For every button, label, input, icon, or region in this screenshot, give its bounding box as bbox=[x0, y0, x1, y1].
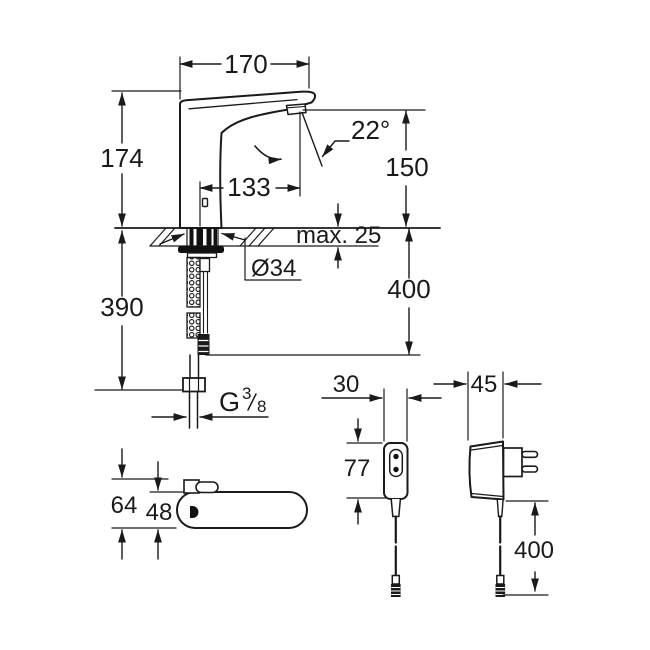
angle-leader-arrow bbox=[321, 140, 350, 158]
dim-170-label: 170 bbox=[224, 49, 267, 79]
spout-edge-line bbox=[188, 98, 298, 110]
faucet-side-view bbox=[114, 90, 441, 429]
thread-g-label: G bbox=[219, 387, 240, 417]
dim-77-label: 77 bbox=[344, 455, 371, 482]
plug-side-neck bbox=[496, 499, 504, 518]
dim-unit-heights bbox=[111, 448, 184, 560]
supply-hose bbox=[186, 256, 211, 355]
dim-width-170 bbox=[179, 56, 310, 100]
dim-48-label: 48 bbox=[146, 499, 173, 526]
plug-socket-face bbox=[388, 448, 404, 478]
dim-30-label: 30 bbox=[333, 371, 360, 398]
control-unit-clip bbox=[183, 479, 219, 494]
dim-plug-front bbox=[321, 388, 442, 525]
dim-400-main-label: 400 bbox=[387, 274, 430, 304]
plug-front-neck bbox=[390, 498, 402, 518]
dim-150-label: 150 bbox=[385, 152, 428, 182]
sensor-curved-arrow bbox=[254, 145, 282, 165]
plug-side-body bbox=[468, 440, 505, 501]
plug-pin-top bbox=[521, 450, 539, 459]
water-stream-line bbox=[301, 111, 323, 167]
faucet-outline bbox=[179, 90, 317, 229]
dim-max25-label: max. 25 bbox=[296, 222, 381, 249]
plug-pin-hole-bottom bbox=[393, 466, 399, 473]
plug-side-cable bbox=[495, 515, 506, 597]
mounting-hardware bbox=[178, 228, 224, 259]
control-unit-body bbox=[176, 491, 308, 529]
dim-174-label: 174 bbox=[100, 143, 143, 173]
dim-390-label: 390 bbox=[100, 292, 143, 322]
deck-surface bbox=[114, 227, 441, 247]
control-unit-view bbox=[111, 448, 308, 560]
plug-pin-bottom bbox=[521, 465, 539, 473]
dim-64-label: 64 bbox=[111, 492, 138, 519]
plug-front-cable bbox=[390, 515, 401, 597]
aerator bbox=[285, 103, 307, 116]
dim-outlet-height-150 bbox=[302, 109, 426, 227]
dim-133-label: 133 bbox=[227, 172, 270, 202]
dim-400-cable-label: 400 bbox=[514, 537, 554, 564]
sensor-window bbox=[201, 197, 209, 208]
dim-hole-label: Ø34 bbox=[251, 255, 296, 282]
dim-under-height-390 bbox=[94, 230, 183, 391]
dim-45-label: 45 bbox=[471, 371, 498, 398]
dim-angle-label: 22° bbox=[351, 115, 390, 145]
thread-numerator: 3 bbox=[242, 384, 251, 403]
g38-tailpiece bbox=[182, 354, 206, 429]
dim-height-174 bbox=[111, 90, 182, 227]
deck-hatching bbox=[149, 227, 275, 247]
power-plug-front-view bbox=[321, 388, 442, 597]
dim-hose-drop-400 bbox=[205, 228, 421, 356]
thread-denominator: 8 bbox=[257, 397, 266, 416]
dim-reach-133 bbox=[199, 111, 301, 227]
dim-hole-dia bbox=[159, 232, 302, 281]
plug-pin-hole-top bbox=[393, 453, 399, 460]
power-plug-side-view bbox=[433, 371, 549, 597]
dim-plug-side bbox=[433, 371, 549, 596]
plug-pin-carrier bbox=[502, 447, 523, 478]
control-unit-led bbox=[190, 506, 199, 518]
dim-thread-g38 bbox=[151, 393, 269, 421]
